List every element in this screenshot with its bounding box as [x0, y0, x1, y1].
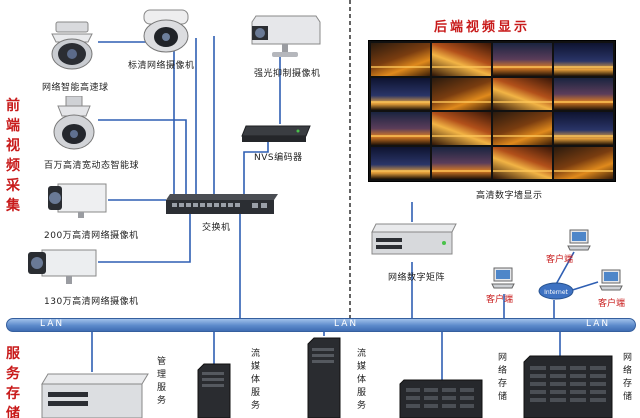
network-matrix-label: 网络数字矩阵 — [388, 273, 446, 283]
client-computer-icon — [599, 269, 623, 291]
section-service-storage: 服 务 存 储 — [5, 344, 21, 418]
video-tile — [371, 77, 430, 110]
hd-2mp-label: 200万高清网络摄像机 — [44, 231, 139, 241]
wdr-dome-label: 百万高清宽动态智能球 — [44, 161, 140, 171]
video-tile — [432, 77, 491, 110]
hd-1-3mp-camera-icon — [28, 249, 97, 284]
server-label-char: 管 — [156, 357, 166, 367]
wdr-dome-icon — [53, 96, 95, 150]
section-char: 采 — [6, 178, 20, 194]
lan-label-mid: LAN — [334, 319, 359, 329]
hd-1-3mp-label: 130万高清网络摄像机 — [44, 297, 139, 307]
network-storage-label-1: 网 络 存 储 — [497, 352, 508, 404]
video-tile — [493, 112, 552, 145]
video-tile — [493, 146, 552, 179]
nvs-encoder-icon — [241, 125, 311, 142]
internet-cloud-icon: Internet — [538, 282, 574, 300]
section-char: 务 — [6, 366, 20, 382]
link-internet-top — [553, 251, 575, 289]
video-tile — [432, 43, 491, 76]
video-tile — [493, 77, 552, 110]
server-label-char: 流 — [356, 349, 366, 359]
link-1-3mp-camera — [98, 214, 191, 263]
server-label-char: 服 — [356, 388, 366, 398]
lan-label-right: LAN — [586, 319, 611, 329]
video-wall-label: 高清数字墙显示 — [476, 191, 543, 201]
video-tile — [554, 112, 613, 145]
server-label-char: 媒 — [250, 362, 260, 372]
client-label-right: 客户端 — [598, 299, 626, 309]
switch-icon — [166, 194, 278, 214]
lan-bar — [6, 318, 636, 332]
network-storage-label-2: 网 络 存 储 — [622, 352, 633, 404]
management-server-icon — [41, 373, 149, 418]
section-char: 前 — [6, 98, 20, 114]
server-label-char: 务 — [250, 401, 260, 411]
server-label-char: 储 — [622, 392, 632, 402]
server-label-char: 理 — [156, 370, 166, 380]
client-label-left: 客户端 — [486, 295, 514, 305]
server-label-char: 务 — [356, 401, 366, 411]
sd-camera-label: 标清网络摄像机 — [128, 61, 195, 71]
video-wall — [368, 40, 616, 182]
server-label-char: 体 — [250, 375, 260, 385]
video-tile — [371, 43, 430, 76]
sd-dome-camera-icon — [143, 9, 189, 53]
video-tile — [371, 146, 430, 179]
server-label-char: 存 — [622, 379, 632, 389]
video-tile — [554, 77, 613, 110]
client-computer-icon — [567, 229, 591, 251]
server-label-char: 体 — [356, 375, 366, 385]
server-label-char: 网 — [622, 353, 632, 363]
section-char: 视 — [6, 138, 20, 154]
lan-label-left: LAN — [40, 319, 65, 329]
video-tile — [493, 43, 552, 76]
server-label-char: 存 — [497, 379, 507, 389]
server-label-char: 网 — [497, 353, 507, 363]
network-storage-icon — [523, 355, 613, 418]
switch-label: 交换机 — [202, 223, 231, 233]
streaming-server-label-2: 流 媒 体 服 务 — [356, 348, 367, 413]
video-tile — [554, 146, 613, 179]
video-tile — [432, 112, 491, 145]
server-label-char: 储 — [497, 392, 507, 402]
nvs-encoder-label: NVS编码器 — [254, 153, 303, 163]
strong-light-camera-icon — [251, 15, 321, 57]
server-label-char: 务 — [156, 396, 166, 406]
hd-2mp-camera-icon — [48, 183, 107, 218]
server-label-char: 流 — [250, 349, 260, 359]
link-wdr-dome — [98, 119, 187, 196]
network-storage-icon — [399, 379, 483, 418]
management-server-label: 管 理 服 务 — [156, 356, 167, 408]
client-label-top: 客户端 — [546, 255, 574, 265]
section-char: 端 — [6, 118, 20, 134]
server-label-char: 络 — [622, 366, 632, 376]
streaming-server-label-1: 流 媒 体 服 务 — [250, 348, 261, 413]
strong-light-label: 强光抑制摄像机 — [254, 69, 321, 79]
client-computer-icon — [491, 267, 515, 289]
video-tile — [432, 146, 491, 179]
video-tile — [554, 43, 613, 76]
section-char: 频 — [6, 158, 20, 174]
server-label-char: 服 — [156, 383, 166, 393]
ptz-dome-icon — [51, 21, 93, 70]
streaming-server-icon — [197, 363, 231, 418]
server-label-char: 媒 — [356, 362, 366, 372]
network-matrix-icon — [371, 223, 457, 255]
section-front-capture: 前 端 视 频 采 集 — [5, 96, 21, 216]
internet-label: Internet — [544, 289, 568, 296]
video-tile — [371, 112, 430, 145]
section-char: 储 — [6, 406, 20, 418]
section-backend-display: 后端视频显示 — [434, 20, 531, 35]
section-char: 服 — [6, 346, 20, 362]
ptz-dome-label: 网络智能高速球 — [42, 83, 109, 93]
server-label-char: 服 — [250, 388, 260, 398]
section-char: 存 — [6, 386, 20, 402]
streaming-server-icon — [307, 337, 341, 418]
section-char: 集 — [6, 198, 20, 214]
server-label-char: 络 — [497, 366, 507, 376]
